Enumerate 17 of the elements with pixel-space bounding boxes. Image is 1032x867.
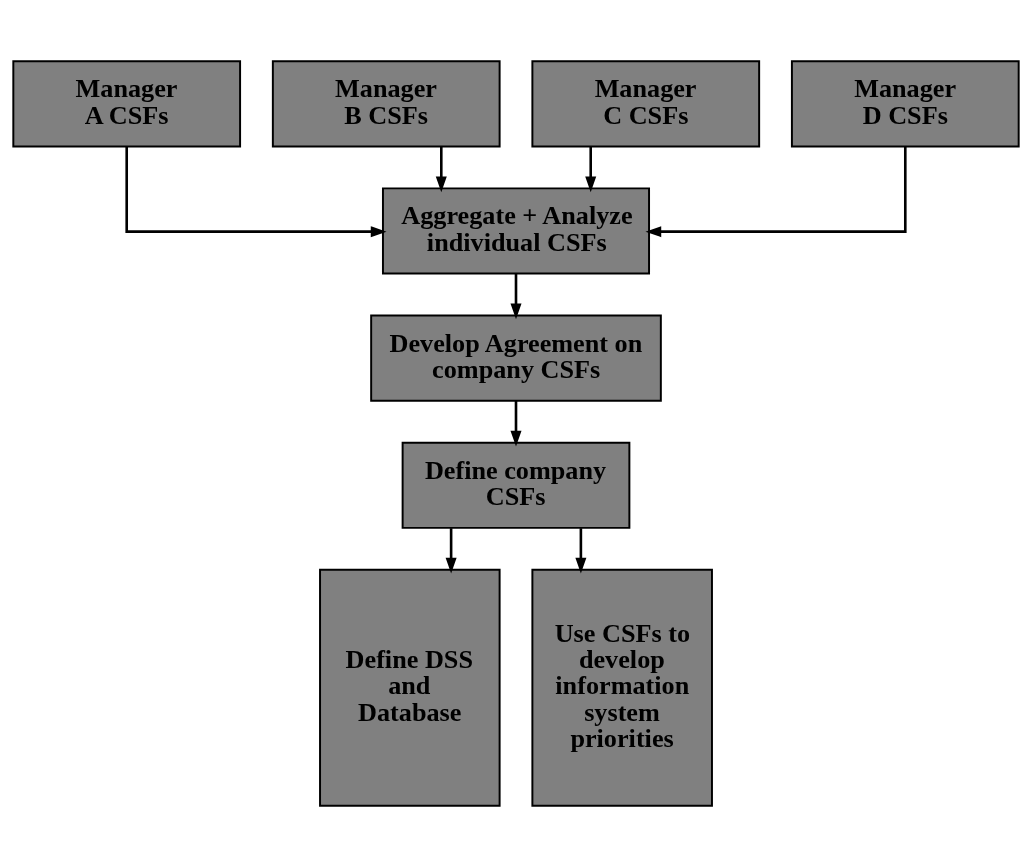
node-box: Aggregate + Analyze individual CSFs: [381, 187, 651, 275]
arrow: [510, 400, 522, 447]
arrow: [645, 146, 907, 238]
node-box: Develop Agreement on company CSFs: [370, 314, 662, 402]
node-box: Use CSFs to develop information system priorities: [531, 568, 713, 807]
node-box: Manager A CSFs: [12, 60, 242, 148]
arrow: [510, 273, 522, 320]
arrow: [575, 528, 587, 574]
node-box: Define company CSFs: [401, 441, 631, 529]
node-box: Manager C CSFs: [531, 60, 761, 148]
node-box: Manager D CSFs: [790, 60, 1020, 148]
arrow: [585, 146, 597, 193]
arrow: [125, 146, 387, 238]
node-box: Define DSS and Database: [319, 568, 501, 807]
node-box: Manager B CSFs: [271, 60, 501, 148]
arrow: [435, 146, 447, 193]
arrow: [445, 528, 457, 574]
